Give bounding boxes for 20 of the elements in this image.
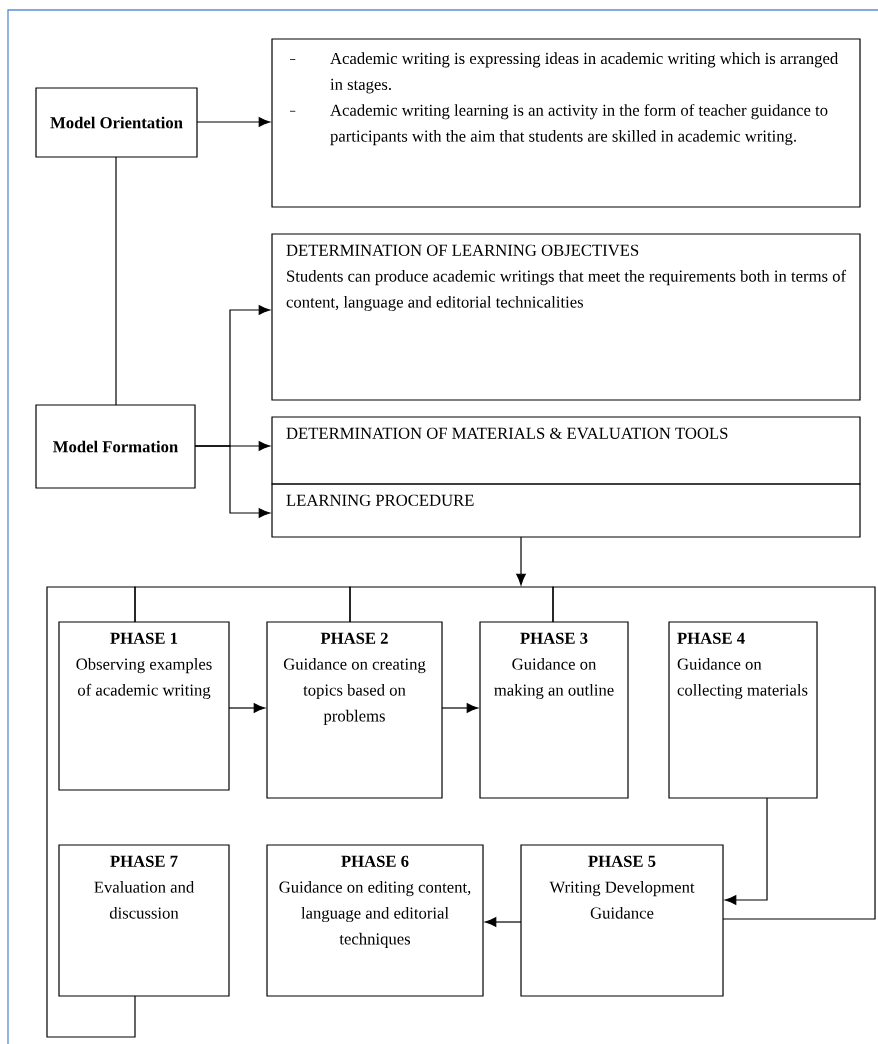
phase-box: PHASE 2 Guidance on creating topics based on problems bbox=[266, 621, 443, 799]
phase-box: PHASE 6 Guidance on editing content, language and editorial techniques bbox=[266, 844, 484, 997]
arrow bbox=[724, 797, 768, 905]
arrow bbox=[228, 703, 266, 713]
arrow bbox=[196, 117, 271, 127]
phase-box: PHASE 1 Observing examples of academic writing bbox=[58, 621, 230, 791]
phase-box: PHASE 7 Evaluation and discussion bbox=[58, 844, 230, 997]
phase-box: PHASE 4 Guidance on collecting materials bbox=[668, 621, 818, 799]
arrow bbox=[516, 536, 526, 586]
phase-box: PHASE 3 Guidance on making an outline bbox=[479, 621, 629, 799]
arrow bbox=[441, 703, 479, 713]
stage-box: Model Orientation bbox=[35, 87, 198, 158]
text-box: LEARNING PROCEDURE bbox=[271, 483, 861, 538]
arrow bbox=[194, 445, 271, 518]
text-box: DETERMINATION OF LEARNING OBJECTIVES Students can produce academic writings that meet the requirements both in terms of content, language and editorial technicalities bbox=[271, 233, 861, 401]
text-box: DETERMINATION OF MATERIALS & EVALUATION TOOLS bbox=[271, 416, 861, 485]
text-box: Academic writing is expressing ideas in academic writing which is arranged in stages. Academic writing learning is an activity in the form of teacher guidance to participants with the aim that students are skilled in academic writing. bbox=[271, 38, 861, 208]
phase-box: PHASE 5 Writing Development Guidance bbox=[520, 844, 724, 997]
arrow bbox=[484, 917, 522, 927]
stage-box: Model Formation bbox=[35, 404, 196, 489]
